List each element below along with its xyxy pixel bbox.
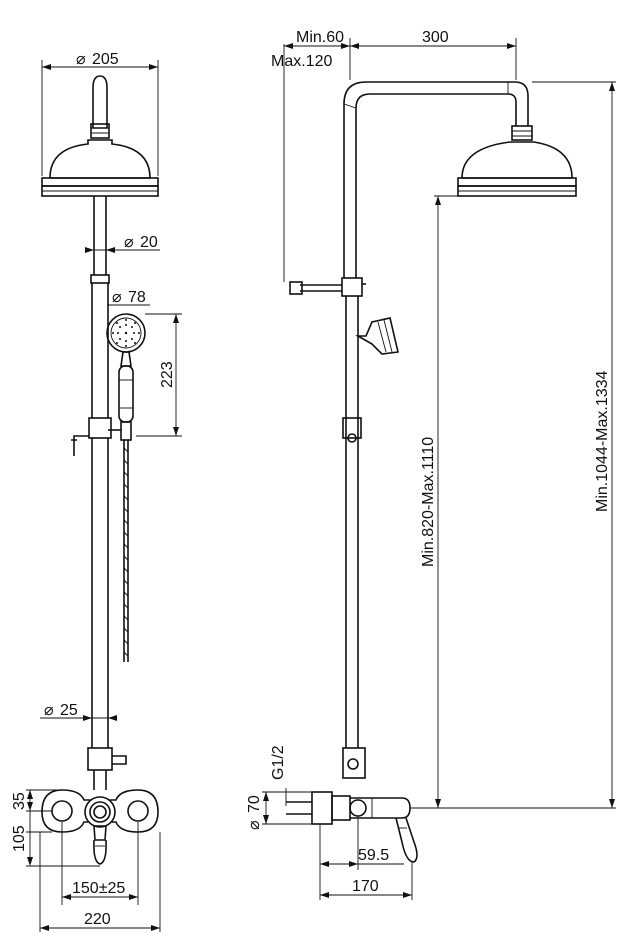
- dim-pipe-diameter-symbol: ⌀: [124, 234, 134, 251]
- side-dimensions: [262, 38, 616, 900]
- dim-bar-diameter: 25: [60, 702, 78, 719]
- front-view: ⌀ 205 ⌀ 20 ⌀ 78 223 ⌀ 25 35 105 150±25 2…: [11, 51, 182, 932]
- front-shower-head: [41, 75, 159, 197]
- dim-bar-diameter-symbol: ⌀: [44, 702, 54, 719]
- front-hand-shower: [71, 313, 146, 662]
- dim-flange-diameter-symbol: ⌀: [246, 820, 263, 830]
- dim-head-diameter-symbol: ⌀: [76, 51, 86, 68]
- front-dimensions: [26, 60, 182, 932]
- dim-handshower-diameter-symbol: ⌀: [112, 289, 122, 306]
- dim-handshower-height: 223: [159, 361, 176, 388]
- dim-thread: G1/2: [270, 745, 287, 780]
- dim-handshower-diameter: 78: [128, 289, 146, 306]
- dim-arm-max: Max.120: [271, 53, 332, 70]
- side-view: Min.60 Max.120 300 Min.1044-Max.1334 Min…: [246, 29, 616, 900]
- front-riser-pipe: [87, 196, 127, 790]
- dim-59-5: 59.5: [358, 847, 389, 864]
- dim-220: 220: [84, 911, 111, 928]
- dim-arm-length: 300: [422, 29, 449, 46]
- dim-arm-min: Min.60: [296, 29, 344, 46]
- side-wall-bracket: [289, 277, 366, 297]
- dim-35: 35: [11, 792, 28, 810]
- side-mixer: [286, 791, 418, 863]
- spray-nozzles: [112, 319, 140, 347]
- front-mixer: [41, 789, 159, 865]
- arrowheads: [27, 43, 615, 931]
- dim-head-diameter: 205: [92, 51, 119, 68]
- side-shower-head: [457, 125, 577, 197]
- dim-150: 150±25: [72, 880, 125, 897]
- dim-height-head: Min.820-Max.1110: [420, 437, 437, 567]
- side-riser-and-arm: [342, 81, 529, 779]
- dim-height-total: Min.1044-Max.1334: [594, 370, 611, 512]
- dim-pipe-diameter: 20: [140, 234, 158, 251]
- side-hand-shower: [354, 317, 399, 355]
- dim-flange-diameter: 70: [246, 795, 263, 813]
- dim-105: 105: [11, 825, 28, 852]
- dim-170: 170: [352, 878, 379, 895]
